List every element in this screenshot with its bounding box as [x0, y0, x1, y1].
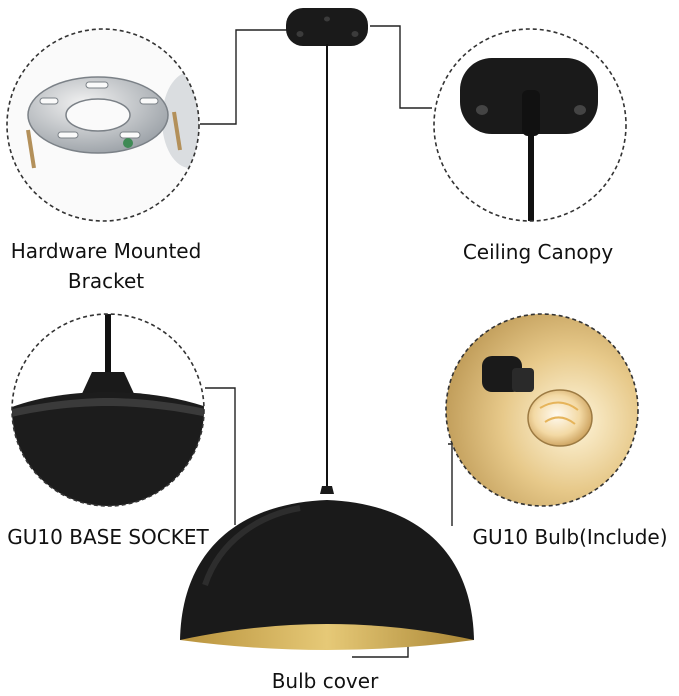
leader-line-cover [352, 645, 409, 658]
leader-line-socket [205, 387, 236, 525]
leader-line-bracket [200, 29, 289, 125]
pendant-lamp-icon [180, 8, 474, 650]
ceiling-canopy-main [286, 8, 368, 46]
bulb-icon [445, 313, 639, 507]
label-ceiling-canopy: Ceiling Canopy [462, 240, 614, 264]
label-gu10-base-socket: GU10 BASE SOCKET [7, 525, 209, 549]
label-gu10-bulb: GU10 Bulb(Include) [472, 525, 668, 549]
leader-line-canopy [370, 25, 432, 109]
label-hardware-line2: Bracket [67, 269, 145, 293]
leader-lines [200, 25, 453, 658]
socket-shade-icon [11, 313, 205, 507]
mounting-bracket-icon [6, 28, 200, 222]
label-hardware-mounted-bracket: Hardware Mounted Bracket [0, 236, 212, 296]
dome-shade [180, 500, 474, 640]
leader-line-bulb [448, 443, 453, 526]
shade-interior-gold [180, 624, 474, 650]
label-bulb-cover: Bulb cover [271, 669, 379, 693]
ceiling-canopy-icon [433, 28, 627, 222]
label-hardware-line1: Hardware Mounted [10, 239, 202, 263]
